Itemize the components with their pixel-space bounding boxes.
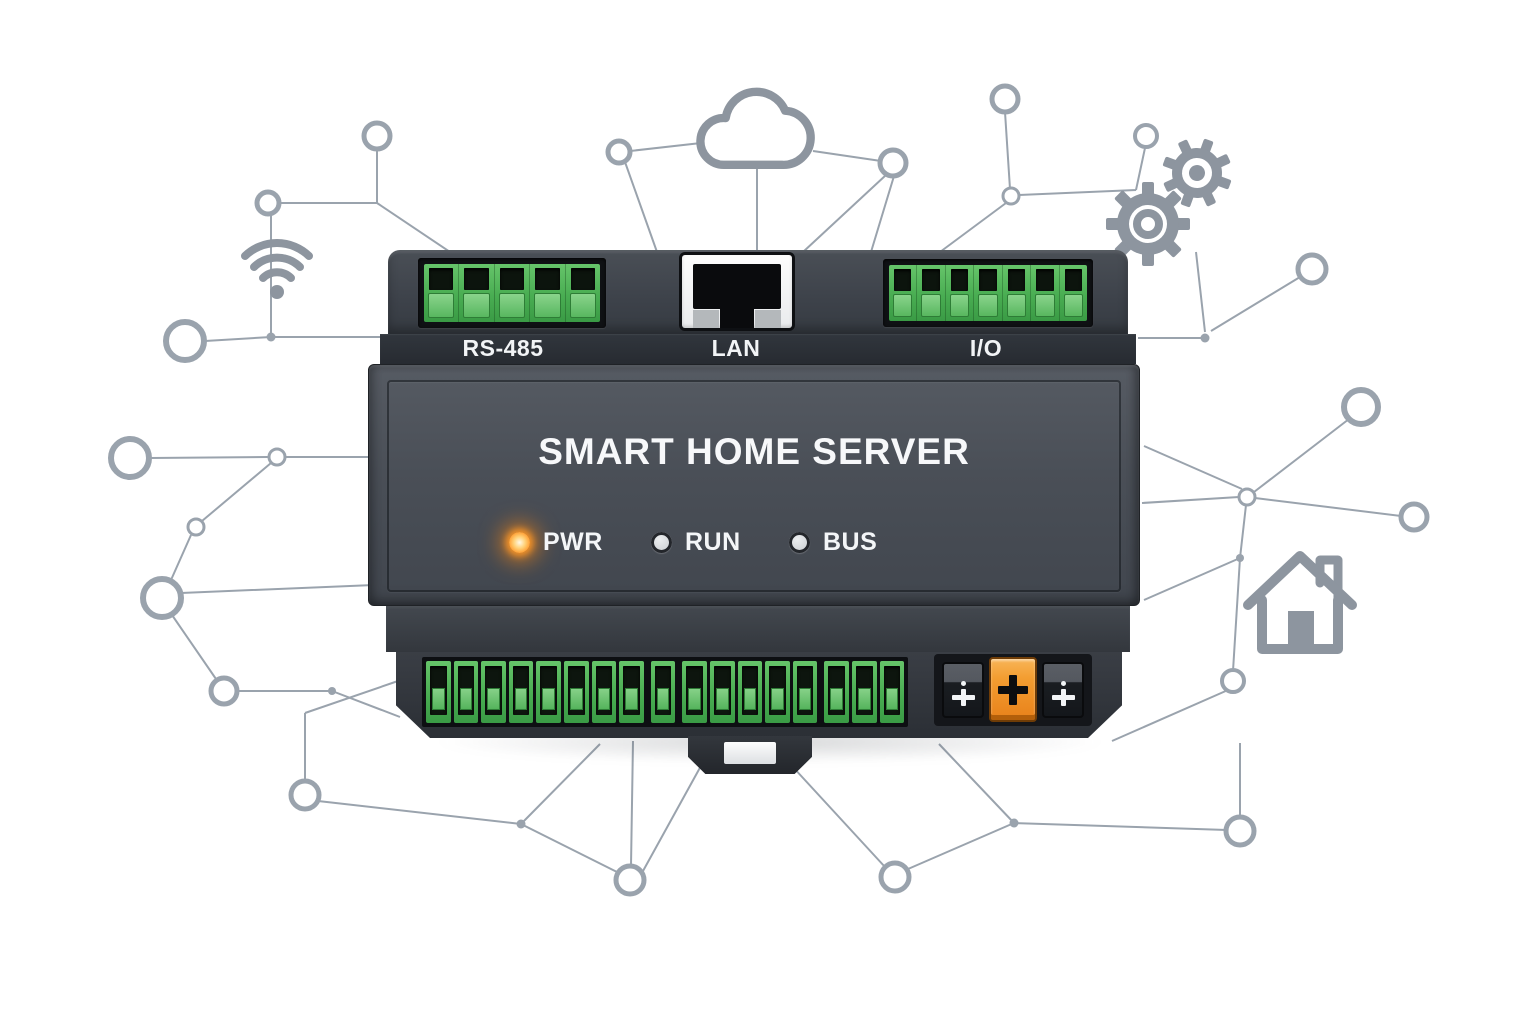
dot-plus-symbol-icon xyxy=(951,681,975,709)
lan-port xyxy=(682,255,792,328)
terminal-pin xyxy=(1031,265,1060,321)
terminal-pin xyxy=(889,265,918,321)
terminal-pin xyxy=(710,661,735,723)
gears-icon xyxy=(1106,138,1232,266)
terminal-pin xyxy=(880,661,905,723)
run-led-label: RUN xyxy=(685,528,741,556)
device-lower-step xyxy=(386,606,1130,652)
rj45-socket-icon xyxy=(693,264,781,309)
terminal-pin xyxy=(917,265,946,321)
port-label-strip: RS-485 LAN I/O xyxy=(380,334,1136,364)
terminal-pin xyxy=(536,661,561,723)
terminal-pin xyxy=(566,264,600,322)
terminal-pin xyxy=(509,661,534,723)
wifi-icon xyxy=(241,239,313,299)
bottom-terminal-strip xyxy=(422,657,908,727)
terminal-pin xyxy=(852,661,877,723)
terminal-pin xyxy=(738,661,763,723)
rs485-port xyxy=(418,258,606,328)
terminal-pin xyxy=(946,265,975,321)
button-cluster xyxy=(934,654,1092,726)
terminal-pin xyxy=(974,265,1003,321)
rs485-label: RS-485 xyxy=(462,334,544,361)
rs485-terminal-block xyxy=(424,264,600,322)
center-plus-button[interactable] xyxy=(989,657,1037,722)
io-port xyxy=(883,259,1093,327)
terminal-pin xyxy=(619,661,644,723)
home-icon xyxy=(1243,551,1357,654)
bus-led-group: BUS xyxy=(789,528,877,557)
terminal-pin xyxy=(824,661,849,723)
device-top-ports-section xyxy=(388,250,1128,334)
terminal-pin xyxy=(765,661,790,723)
terminal-pin xyxy=(1003,265,1032,321)
device-title: SMART HOME SERVER xyxy=(538,431,970,472)
pwr-led-group: PWR xyxy=(509,528,603,557)
terminal-pin xyxy=(495,264,531,322)
terminal-pin xyxy=(651,661,676,723)
network-node-circles xyxy=(108,83,1430,897)
terminal-pin xyxy=(564,661,589,723)
terminal-pin xyxy=(454,661,479,723)
io-label: I/O xyxy=(969,334,1003,361)
faceplate-inner-frame xyxy=(387,380,1121,592)
right-aux-button[interactable] xyxy=(1042,662,1084,718)
terminal-pin xyxy=(793,661,818,723)
io-terminal-block xyxy=(889,265,1087,321)
terminal-pin xyxy=(1060,265,1087,321)
dot-plus-symbol-icon xyxy=(1051,681,1075,709)
cloud-icon xyxy=(696,87,815,169)
terminal-pin xyxy=(682,661,707,723)
terminal-pin xyxy=(424,264,460,322)
bus-led-label: BUS xyxy=(823,528,878,556)
din-rail-slot xyxy=(724,742,776,764)
terminal-pin xyxy=(481,661,506,723)
din-rail-clip xyxy=(688,736,812,774)
network-junction-dots xyxy=(266,332,1244,829)
pwr-led-label: PWR xyxy=(543,528,603,556)
lan-label: LAN xyxy=(711,334,761,361)
terminal-pin xyxy=(459,264,495,322)
terminal-pin xyxy=(530,264,566,322)
bus-led-indicator xyxy=(789,532,810,553)
device-bottom-section xyxy=(396,652,1122,738)
left-aux-button[interactable] xyxy=(942,662,984,718)
plus-symbol-icon xyxy=(998,675,1028,705)
terminal-pin xyxy=(426,661,451,723)
run-led-group: RUN xyxy=(651,528,741,557)
terminal-pin xyxy=(592,661,617,723)
pwr-led-indicator xyxy=(509,532,530,553)
device-faceplate: SMART HOME SERVER PWR RUN BUS xyxy=(368,364,1140,606)
run-led-indicator xyxy=(651,532,672,553)
